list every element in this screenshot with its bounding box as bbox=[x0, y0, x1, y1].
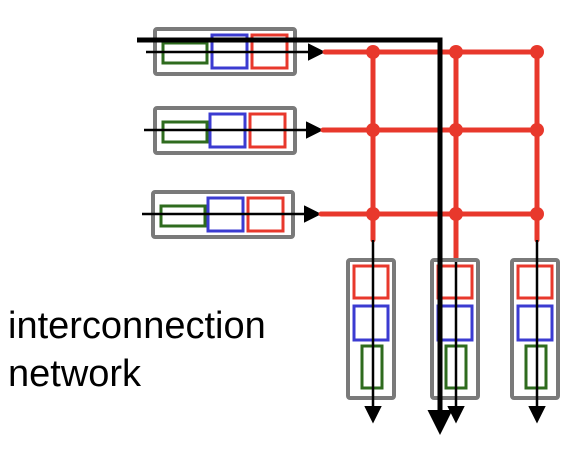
input-port-1 bbox=[146, 27, 326, 76]
output-port-3-red-slot bbox=[516, 264, 554, 300]
crossbar bbox=[318, 49, 540, 265]
highlighted-path bbox=[137, 37, 453, 435]
output-port-3-blue-slot bbox=[516, 304, 554, 342]
input-port-2-green-slot bbox=[161, 120, 209, 144]
output-port-1-red-slot bbox=[352, 264, 390, 300]
crosspoint bbox=[530, 45, 544, 59]
output-port-3 bbox=[510, 240, 560, 424]
highlighted-path-line bbox=[137, 37, 453, 435]
crosspoint bbox=[530, 207, 544, 221]
crosspoint bbox=[366, 123, 380, 137]
diagram-caption: interconnection network bbox=[8, 302, 266, 398]
output-port-1-blue-slot bbox=[352, 304, 390, 342]
input-port-3 bbox=[142, 190, 322, 239]
output-port-1 bbox=[346, 240, 396, 424]
caption-line-2: network bbox=[8, 353, 142, 395]
crosspoint bbox=[449, 123, 463, 137]
crosspoints bbox=[366, 45, 544, 221]
crosspoint bbox=[530, 123, 544, 137]
input-port-3-green-slot bbox=[159, 204, 207, 228]
caption-line-1: interconnection bbox=[8, 305, 266, 347]
input-port-2 bbox=[144, 106, 324, 155]
crosspoint bbox=[366, 207, 380, 221]
crosspoint bbox=[366, 45, 380, 59]
crosspoint bbox=[449, 45, 463, 59]
crosspoint bbox=[449, 207, 463, 221]
